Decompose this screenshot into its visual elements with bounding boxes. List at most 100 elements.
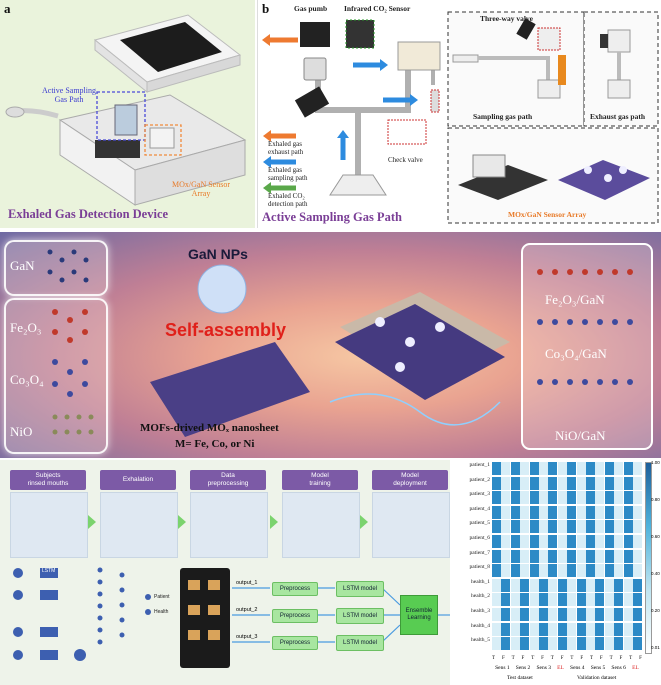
patient-output-label: Patient [154,594,170,600]
column-group-label: Sens 2 [515,665,531,671]
heatmap-cell [557,462,567,475]
heatmap-cell [623,622,633,636]
sensor-array-label: MOx/GaN Sensor Array [172,180,230,198]
gan-nps-label: GaN NPs [188,246,248,262]
preprocess-box-1: Preprocess [272,582,318,596]
tf-label: F [521,656,525,661]
heatmap-cell [576,608,586,621]
heatmap-cell [529,549,539,563]
heatmap-row-label: patient_3 [469,491,490,498]
heatmap-cell [614,549,624,563]
heatmap-cell [614,564,624,578]
exhaust-gas-path-label: Exhaust gas path [590,112,646,121]
co3o4-gan-label: Co₃O₄/GaN [545,346,607,361]
step-deployment-image [372,492,450,558]
heatmap-cell [567,593,577,607]
heatmap-cell [633,593,642,607]
heatmap-cell [539,476,548,490]
heatmap-row-label: patient_2 [469,476,490,483]
heatmap-cell [576,462,586,475]
heatmap-cell [614,520,624,534]
heatmap-cell [633,476,642,490]
heatmap-cell [614,505,624,519]
heatmap-cell [510,462,520,475]
heatmap-cell [623,491,633,505]
gas-pump-label: Gas pumb [294,4,328,13]
heatmap-cell [595,578,605,592]
heatmap-cell [595,549,605,563]
output-2-label: output_2 [236,607,258,613]
sampling-gas-path-label: Sampling gas path [473,112,533,121]
heatmap-cell [492,520,501,534]
step-training-image [282,492,360,558]
heatmap-cell [520,505,530,519]
heatmap-cell [604,549,614,563]
heatmap-cell [567,491,577,505]
gas-path-diagram [262,11,659,224]
heatmap-cell [548,505,558,519]
heatmap-cell [510,535,520,548]
heatmap-row-label: health_1 [471,578,490,585]
heatmap-cell [633,462,642,475]
tf-label: F [639,656,642,661]
step-rinse: Subjects rinsed mouths [10,470,86,490]
heatmap-cell [604,505,614,519]
heatmap-cell [623,593,633,607]
heatmap-cell [557,476,567,490]
heatmap-cell [576,535,586,548]
heatmap-cell [539,637,548,651]
metal-label: M= Fe, Co, or Ni [175,438,255,450]
heatmap-cell [567,608,577,621]
heatmap-cell [548,637,558,651]
heatmap-cell [614,608,624,621]
mof-label: MOFs-drived MOₓ nanosheet [140,422,279,434]
heatmap-cell [492,608,501,621]
heatmap-row-label: health_3 [471,608,490,614]
heatmap-cell [567,564,577,578]
heatmap-cell [492,462,501,475]
column-group-label: EL [557,665,564,671]
gan-label: GaN [10,258,35,273]
heatmap-cell [586,476,595,490]
panel-a: a Active Sampling Gas Path MOx/GaN Senso… [0,0,255,228]
heatmap-cell [595,491,605,505]
heatmap-cell [586,622,595,636]
heatmap-cell [633,549,642,563]
workflow-graphics [13,515,450,668]
heatmap-cell [604,637,614,651]
active-sampling-label: Active Sampling Gas Path [42,86,96,104]
heatmap-cell [623,578,633,592]
tf-label: F [619,656,623,661]
heatmap-cell [548,622,558,636]
heatmap-cell [604,476,614,490]
heatmap-cell [501,549,511,563]
tf-label: T [629,656,633,661]
heatmap-cell [586,637,595,651]
heatmap-cell [576,637,586,651]
heatmap-cell [548,535,558,548]
heatmap-cell [567,462,577,475]
exhaust-path-label: Exhaled gas exhaust path [268,140,304,156]
heatmap-cell [548,491,558,505]
tf-label: T [550,656,554,661]
heatmap-cell [520,520,530,534]
heatmap-cell [492,491,501,505]
lstm-model-box-1: LSTM model [336,581,384,597]
heatmap-cell [529,476,539,490]
heatmap-cell [623,549,633,563]
heatmap-cell [520,476,530,490]
tf-label: F [541,656,544,661]
heatmap-cell [595,505,605,519]
heatmap-cell [529,578,539,592]
heatmap-cell [604,462,614,475]
heatmap-cell [539,505,548,519]
heatmap-cell [633,622,642,636]
heatmap-row-label: health_5 [471,637,490,644]
heatmap-row-label: health_2 [471,593,490,600]
colorbar-tick: 0.80 [651,497,660,502]
heatmap-cell [576,564,586,578]
heatmap-cell [529,564,539,578]
heatmap-cell [510,637,520,651]
heatmap-cell [604,578,614,592]
